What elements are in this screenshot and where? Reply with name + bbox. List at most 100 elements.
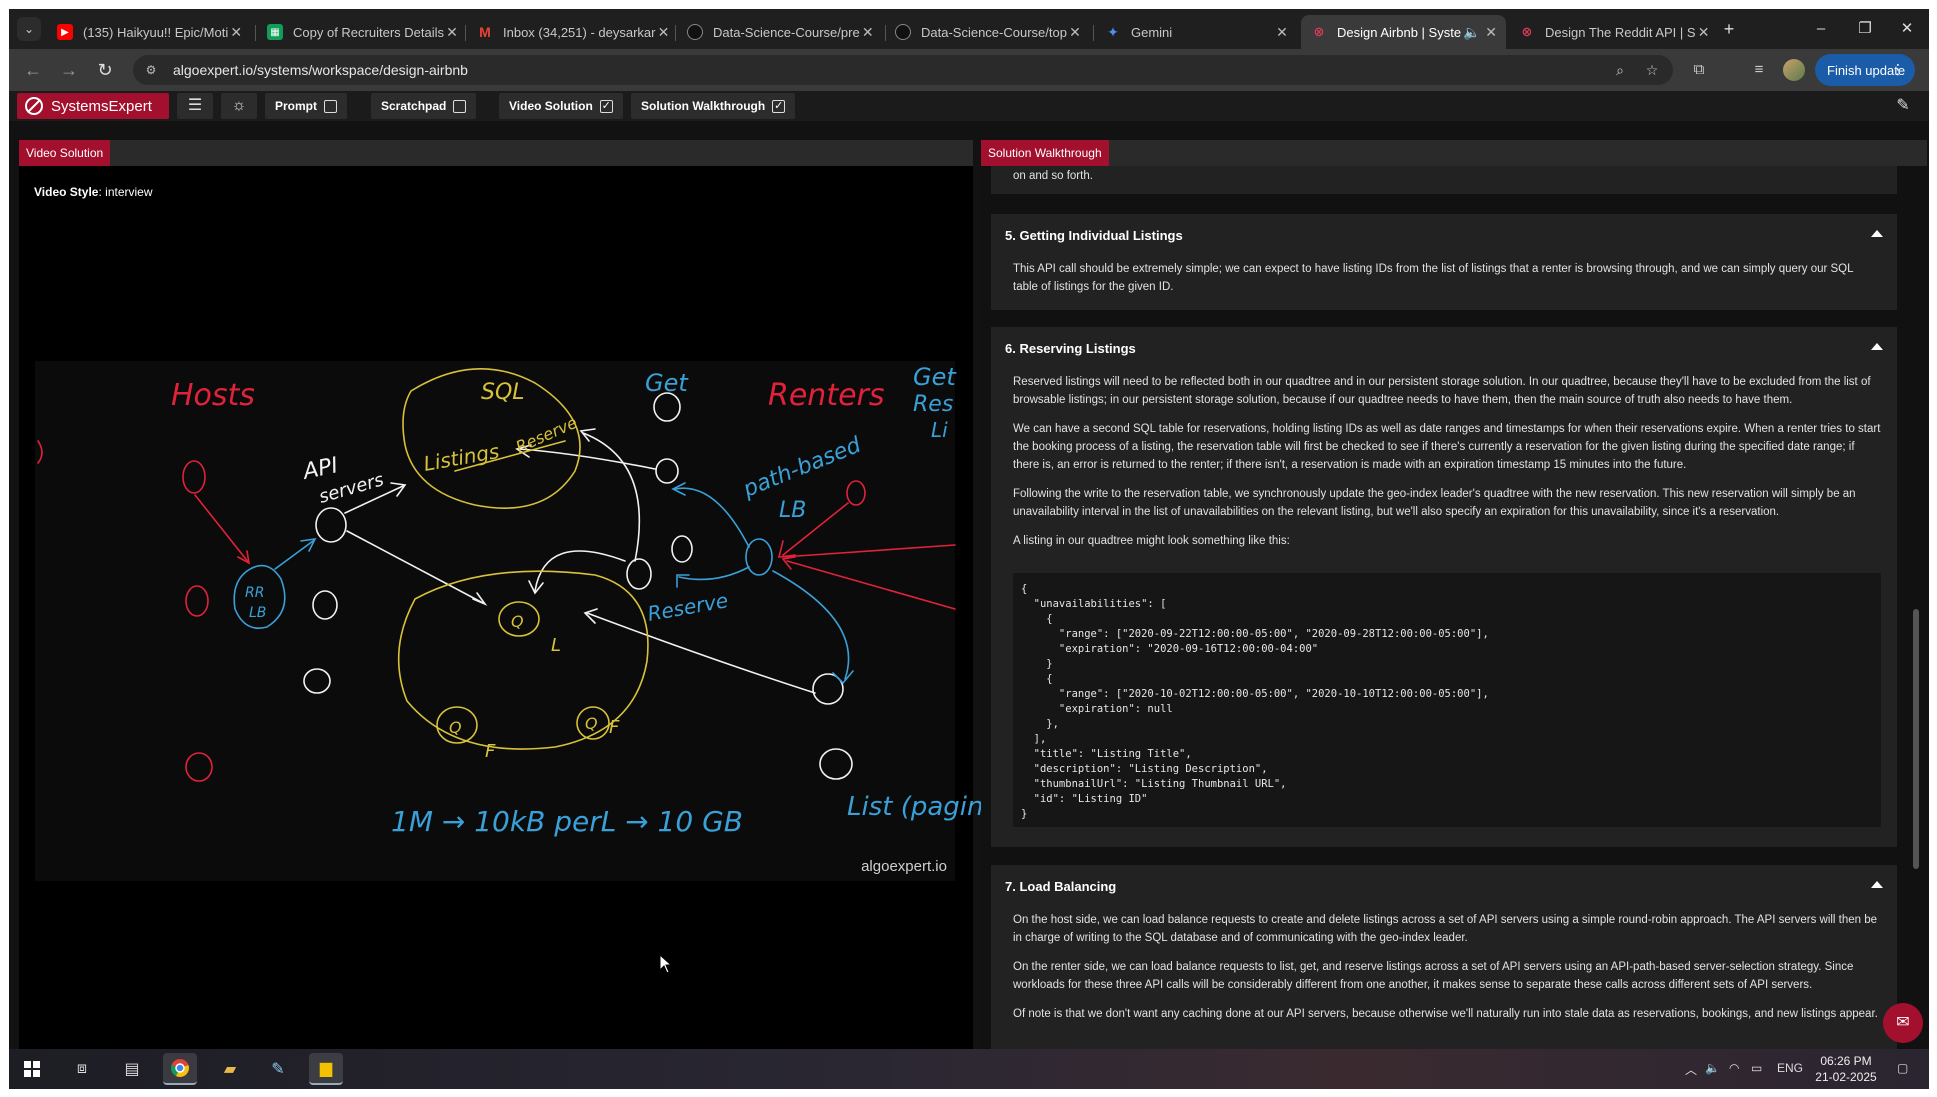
checkbox[interactable] bbox=[453, 99, 467, 113]
board-label-l: L bbox=[551, 635, 561, 656]
volume-icon[interactable]: 🔈 bbox=[1705, 1061, 1720, 1075]
tab-gemini[interactable]: ✦ Gemini ✕ bbox=[1095, 15, 1300, 49]
language-indicator[interactable]: ENG bbox=[1777, 1061, 1804, 1075]
profile-avatar[interactable] bbox=[1783, 59, 1805, 81]
wifi-icon[interactable]: ◠ bbox=[1729, 1061, 1740, 1075]
tab-design-reddit[interactable]: ⊗ Design The Reddit API | S ✕ bbox=[1509, 15, 1714, 49]
section-6-paragraph-1: Reserved listings will need to be reflec… bbox=[1013, 376, 1871, 406]
tab-design-airbnb[interactable]: ⊗ Design Airbnb | Syste 🔈 ✕ bbox=[1301, 15, 1506, 49]
server-nodes bbox=[303, 392, 853, 780]
board-label-get: Get bbox=[645, 369, 689, 397]
close-icon[interactable]: ✕ bbox=[1697, 23, 1710, 40]
board-label-f: F bbox=[485, 741, 496, 762]
more-icon[interactable]: ⋮ bbox=[1891, 61, 1905, 77]
walkthrough-scrollbar[interactable] bbox=[1912, 179, 1920, 1039]
section-title[interactable]: 7. Load Balancing bbox=[1005, 879, 1117, 894]
tab-strip: ⌄ ▶ (135) Haikyuu!! Epic/Moti ✕ ▦ Copy o… bbox=[9, 9, 1929, 49]
tab-haikyuu[interactable]: ▶ (135) Haikyuu!! Epic/Moti ✕ bbox=[47, 15, 252, 49]
prompt-toggle[interactable]: Prompt bbox=[265, 93, 347, 119]
bookmark-star-icon[interactable]: ☆ bbox=[1645, 62, 1659, 78]
systemsexpert-icon: ⊗ bbox=[1521, 24, 1533, 39]
tab-github-top[interactable]: Data-Science-Course/top ✕ bbox=[885, 15, 1090, 49]
close-icon[interactable]: ✕ bbox=[1276, 23, 1288, 40]
speaker-icon[interactable]: 🔈 bbox=[1463, 23, 1481, 40]
tab-separator bbox=[465, 25, 466, 41]
tab-github-pre[interactable]: Data-Science-Course/pre ✕ bbox=[677, 15, 882, 49]
tab-gmail[interactable]: M Inbox (34,251) - deysarkar ✕ bbox=[467, 15, 672, 49]
extensions-icon[interactable]: ⧉ bbox=[1693, 61, 1705, 78]
app-header: SystemsExpert ☰ ☼ Prompt Scratchpad Vide… bbox=[9, 91, 1929, 121]
tab-separator bbox=[675, 25, 676, 41]
video-whiteboard[interactable]: Hosts Renters SQL Listings Reserve API s… bbox=[35, 361, 984, 881]
chat-help-icon[interactable]: ✉ bbox=[1883, 1003, 1923, 1043]
new-tab-icon[interactable]: + bbox=[1723, 19, 1735, 39]
section-title[interactable]: 6. Reserving Listings bbox=[1005, 341, 1136, 356]
tray-chevron-up-icon[interactable]: ︿ bbox=[1685, 1063, 1698, 1077]
window-close-icon[interactable]: ✕ bbox=[1900, 20, 1914, 37]
board-label-reserve: Reserve bbox=[646, 588, 730, 626]
checkbox-checked[interactable]: ✓ bbox=[599, 99, 613, 113]
windows-start-icon[interactable] bbox=[15, 1053, 49, 1085]
close-icon[interactable]: ✕ bbox=[657, 23, 670, 40]
tab-recruiters[interactable]: ▦ Copy of Recruiters Details ✕ bbox=[257, 15, 462, 49]
checkbox-checked[interactable]: ✓ bbox=[772, 99, 786, 113]
list-icon[interactable]: ☰ bbox=[177, 93, 213, 119]
board-label-get-res-3: Li bbox=[931, 418, 948, 442]
file-manager-app-icon[interactable]: ▤ bbox=[124, 1061, 140, 1078]
sticky-notes-icon[interactable]: ▆ bbox=[309, 1053, 343, 1085]
media-controls-icon[interactable]: ≡ bbox=[1754, 61, 1764, 78]
youtube-icon: ▶ bbox=[57, 24, 73, 40]
file-explorer-icon[interactable]: ▰ bbox=[223, 1061, 237, 1078]
video-solution-toggle[interactable]: Video Solution✓ bbox=[499, 93, 623, 119]
collapse-caret-icon[interactable] bbox=[1871, 230, 1883, 237]
browser-toolbar: ← → ↻ ⚙ algoexpert.io/systems/workspace/… bbox=[9, 49, 1929, 91]
close-icon[interactable]: ✕ bbox=[1485, 23, 1497, 40]
systemsexpert-logo-icon bbox=[25, 97, 43, 115]
forward-icon[interactable]: → bbox=[60, 60, 78, 80]
load-balancer-shapes bbox=[233, 482, 854, 685]
theme-sun-icon[interactable]: ☼ bbox=[221, 93, 257, 119]
collapse-caret-icon[interactable] bbox=[1871, 881, 1883, 888]
scratchpad-toggle[interactable]: Scratchpad bbox=[371, 93, 477, 119]
restore-icon[interactable]: ❐ bbox=[1858, 20, 1872, 37]
notepad-icon[interactable]: ✎ bbox=[271, 1061, 285, 1078]
board-label-f: F bbox=[609, 717, 620, 738]
tab-separator bbox=[1093, 25, 1094, 41]
github-icon bbox=[687, 24, 703, 40]
solution-walkthrough-toggle[interactable]: Solution Walkthrough✓ bbox=[631, 93, 796, 119]
chrome-icon[interactable] bbox=[163, 1053, 197, 1085]
zoom-icon[interactable]: ⌕ bbox=[1616, 62, 1624, 78]
task-view-icon[interactable]: ⧈ bbox=[76, 1060, 88, 1077]
video-solution-tab[interactable]: Video Solution bbox=[19, 140, 111, 166]
minimize-icon[interactable]: – bbox=[1816, 20, 1826, 37]
checkbox[interactable] bbox=[324, 99, 337, 113]
board-formula: 1M → 10kB perL → 10 GB bbox=[391, 805, 743, 838]
close-icon[interactable]: ✕ bbox=[861, 23, 874, 40]
gemini-icon: ✦ bbox=[1107, 23, 1119, 40]
section-6-paragraph-4: A listing in our quadtree might look som… bbox=[1013, 535, 1290, 547]
notifications-icon[interactable]: ▢ bbox=[1897, 1061, 1909, 1075]
code-block: { "unavailabilities": [ { "range": ["202… bbox=[1013, 573, 1881, 827]
board-label-get-res-1: Get bbox=[913, 363, 957, 391]
systemsexpert-logo[interactable]: SystemsExpert bbox=[17, 93, 169, 119]
close-icon[interactable]: ✕ bbox=[446, 23, 458, 40]
back-icon[interactable]: ← bbox=[24, 60, 42, 80]
scrollbar-thumb[interactable] bbox=[1913, 609, 1919, 869]
address-bar[interactable]: ⚙ algoexpert.io/systems/workspace/design… bbox=[133, 55, 1673, 85]
section-5-paragraph: This API call should be extremely simple… bbox=[1013, 263, 1854, 293]
previous-section-tail: on and so forth. bbox=[1013, 170, 1093, 182]
system-clock[interactable]: 06:26 PM 21-02-2025 bbox=[1815, 1054, 1877, 1084]
reload-icon[interactable]: ↻ bbox=[97, 60, 113, 80]
battery-icon[interactable]: ▭ bbox=[1751, 1061, 1763, 1075]
solution-walkthrough-tab[interactable]: Solution Walkthrough bbox=[981, 140, 1109, 166]
mouse-pointer-icon bbox=[659, 953, 673, 979]
site-settings-icon[interactable]: ⚙ bbox=[145, 63, 157, 77]
close-icon[interactable]: ✕ bbox=[1069, 23, 1081, 40]
section-title[interactable]: 5. Getting Individual Listings bbox=[1005, 228, 1183, 243]
tab-search-button[interactable]: ⌄ bbox=[17, 17, 41, 41]
feedback-icon[interactable]: ✎ bbox=[1896, 97, 1910, 114]
close-icon[interactable]: ✕ bbox=[230, 23, 243, 40]
collapse-caret-icon[interactable] bbox=[1871, 343, 1883, 350]
finish-update-button[interactable]: Finish update ⋮ bbox=[1815, 54, 1915, 86]
url-text: algoexpert.io/systems/workspace/design-a… bbox=[173, 62, 468, 78]
